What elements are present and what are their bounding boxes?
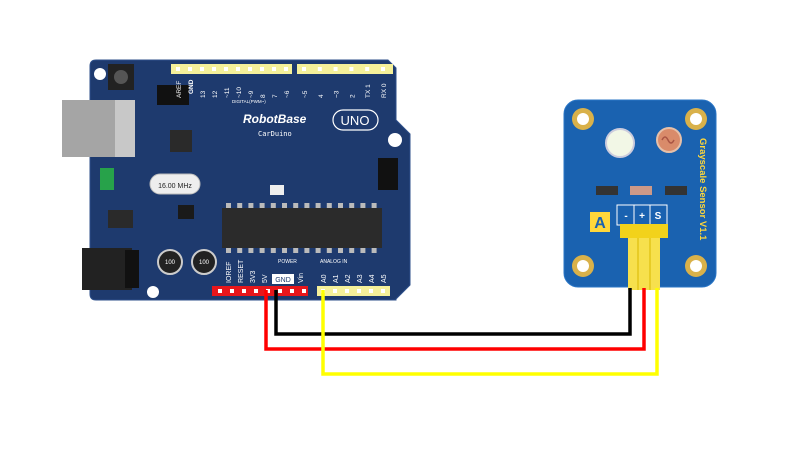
grayscale-sensor: A - + S Grayscale Sensor V1.1 <box>563 99 717 290</box>
digital-pin-label: ~6 <box>284 90 291 98</box>
digital-pin[interactable] <box>176 67 180 71</box>
digital-pin[interactable] <box>381 67 385 71</box>
icsp-header-2[interactable] <box>378 158 398 190</box>
digital-pin[interactable] <box>333 67 338 71</box>
power-label: POWER <box>278 259 297 265</box>
fuse <box>100 168 114 190</box>
uno-badge <box>332 109 379 131</box>
mount-hole <box>388 133 402 147</box>
power-jack <box>82 248 132 290</box>
power-pin[interactable] <box>278 289 282 293</box>
digital-pin[interactable] <box>260 67 264 71</box>
power-pin-label: Vin <box>298 273 305 283</box>
analog-label: ANALOG IN <box>320 259 348 265</box>
digital-pin[interactable] <box>365 67 370 71</box>
analog-pin-label: A1 <box>333 274 340 283</box>
sensor-connector[interactable] <box>620 224 668 238</box>
digital-pin-label: 4 <box>318 94 325 98</box>
digital-pin-label: 8 <box>260 94 267 98</box>
digital-pin-label: ~5 <box>302 90 309 98</box>
sensor-pin-label: - <box>624 211 627 222</box>
digital-pin-label: ~10 <box>236 87 243 98</box>
power-pin[interactable] <box>242 289 246 293</box>
analog-pin-label: A5 <box>381 274 388 283</box>
mount-hole <box>147 286 159 298</box>
analog-pin[interactable] <box>357 289 361 293</box>
digital-pin-label: ~9 <box>248 90 255 98</box>
brand-label: RobotBase <box>243 112 307 126</box>
digital-pin[interactable] <box>188 67 192 71</box>
analog-pin-label: A3 <box>357 274 364 283</box>
analog-pin[interactable] <box>345 289 349 293</box>
capacitor <box>191 249 217 275</box>
power-pin-label: IOREF <box>226 262 233 283</box>
model-label: CarDuino <box>258 130 292 138</box>
digital-pin-label: ~11 <box>224 87 231 98</box>
power-pin-label: RESET <box>238 259 245 283</box>
power-pin[interactable] <box>230 289 234 293</box>
digital-pin-label: 7 <box>272 94 279 98</box>
analog-pin[interactable] <box>333 289 337 293</box>
capacitor <box>157 249 183 275</box>
sensor-pin-label: S <box>655 211 662 222</box>
power-pin-label: 5V <box>262 274 269 283</box>
digital-pin-label: 12 <box>212 90 219 98</box>
type-badge <box>590 212 610 232</box>
digital-pin[interactable] <box>248 67 252 71</box>
power-wire[interactable] <box>264 288 646 351</box>
icsp-header-1[interactable] <box>157 85 189 105</box>
arduino-board: 16.00 MHz 100 100 RobotBase CarDuino UNO… <box>62 59 411 301</box>
digital-pin-label: 13 <box>200 90 207 98</box>
digital-pin[interactable] <box>224 67 228 71</box>
sensor-pin-label: + <box>639 211 645 222</box>
digital-pin-label: TX 1 <box>365 84 372 98</box>
svg-text:100: 100 <box>165 260 176 266</box>
digital-pin[interactable] <box>284 67 288 71</box>
digital-pin-label: ~3 <box>334 90 341 98</box>
microcontroller-chip <box>222 208 382 248</box>
power-pin[interactable] <box>218 289 222 293</box>
mount-hole <box>94 68 106 80</box>
digital-pin-label: GND <box>188 79 195 94</box>
digital-pin-label: 2 <box>349 94 356 98</box>
analog-pin-label: A2 <box>345 274 352 283</box>
photoresistor <box>656 127 682 153</box>
analog-header <box>317 286 390 296</box>
sensor-name: Grayscale Sensor V1.1 <box>697 138 708 241</box>
ground-wire[interactable] <box>274 288 632 336</box>
svg-text:UNO: UNO <box>341 113 370 128</box>
analog-pin[interactable] <box>369 289 373 293</box>
power-header <box>212 286 308 296</box>
crystal <box>149 173 201 195</box>
digital-pin[interactable] <box>200 67 204 71</box>
gnd-pin-label: GND <box>275 277 291 284</box>
digital-header-right <box>297 64 393 74</box>
digital-pin[interactable] <box>349 67 354 71</box>
analog-pin-label: A0 <box>321 274 328 283</box>
digital-pin[interactable] <box>302 67 306 71</box>
analog-pin[interactable] <box>381 289 385 293</box>
svg-text:100: 100 <box>199 260 210 266</box>
digital-pin-label: RX 0 <box>381 83 388 98</box>
analog-pin-label: A4 <box>369 274 376 283</box>
power-pin-label: 3V3 <box>250 270 257 283</box>
crystal-label: 16.00 MHz <box>158 183 192 190</box>
sensor-mount-holes <box>572 108 707 277</box>
digital-pin-label: AREF <box>176 81 183 98</box>
usb-chip <box>170 130 192 152</box>
digital-header-left <box>171 64 292 74</box>
svg-text:A: A <box>594 215 606 232</box>
wires <box>264 288 659 376</box>
digital-header-label: DIGITAL(PWM~) <box>232 99 266 104</box>
digital-pin[interactable] <box>317 67 322 71</box>
digital-pin[interactable] <box>272 67 276 71</box>
power-pin[interactable] <box>254 289 258 293</box>
digital-pin[interactable] <box>236 67 240 71</box>
power-pin[interactable] <box>266 289 270 293</box>
signal-wire[interactable] <box>321 288 659 376</box>
digital-pin[interactable] <box>212 67 216 71</box>
led <box>605 128 635 158</box>
